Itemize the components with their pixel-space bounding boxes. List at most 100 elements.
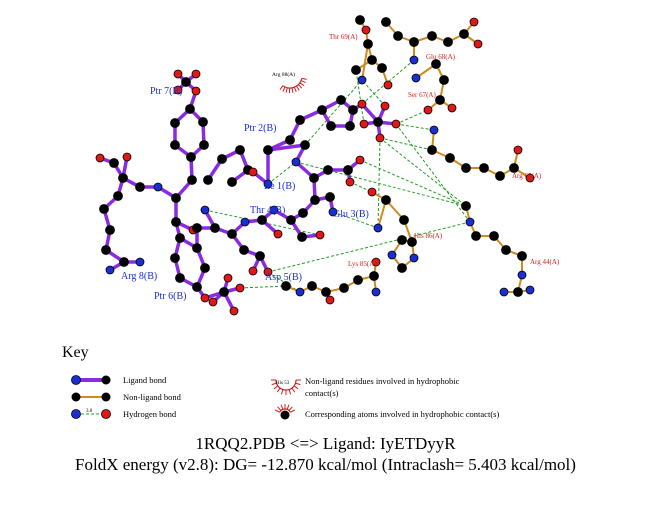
ligand-label-arg8: Arg 8(B) xyxy=(121,271,157,282)
ligand-label-glu3: Glu 3(B) xyxy=(333,209,369,220)
carbon-atom xyxy=(113,191,123,201)
nitrogen-atom xyxy=(105,265,115,275)
hydrogen-bond xyxy=(361,59,415,105)
carbon-atom xyxy=(192,282,202,292)
hydrogen-bond xyxy=(395,123,435,131)
nitrogen-atom xyxy=(200,205,210,215)
carbon-atom xyxy=(427,145,437,155)
carbon-atom xyxy=(409,37,419,47)
ligand-label-ile1: Ile 1(B) xyxy=(264,181,295,192)
oxygen-atom xyxy=(223,273,233,283)
carbon-atom xyxy=(326,121,336,131)
hydrogen-bond xyxy=(395,123,471,223)
key-hbond-label: Hydrogen bond xyxy=(123,409,177,419)
carbon-atom xyxy=(397,263,407,273)
carbon-atom xyxy=(345,121,355,131)
carbon-atom xyxy=(285,135,295,145)
carbon-atom xyxy=(461,163,471,173)
oxygen-atom xyxy=(229,306,239,316)
carbon-atom xyxy=(286,215,296,225)
oxygen-atom xyxy=(325,295,335,305)
nitrogen-atom xyxy=(295,287,305,297)
key-hbond-atom-n xyxy=(71,409,81,419)
residue-label-ser67: Ser 67(A) xyxy=(408,91,436,99)
carbon-atom xyxy=(351,65,361,75)
oxygen-atom xyxy=(191,86,201,96)
hydrogen-bond xyxy=(239,285,287,289)
carbon-atom xyxy=(397,235,407,245)
oxygen-atom xyxy=(357,99,367,109)
carbon-atom xyxy=(105,225,115,235)
carbon-atom xyxy=(369,271,379,281)
residue-label-lys85: Lys 85(A) xyxy=(348,260,377,268)
hydrophobic-contact-arcs xyxy=(279,77,307,94)
key-legend: Key Ligand bond Non-ligand bond 3.0 Hydr… xyxy=(62,344,499,420)
carbon-atom xyxy=(513,287,523,297)
hydrogen-bond xyxy=(332,211,379,229)
nitrogen-atom xyxy=(409,253,419,263)
carbon-atom xyxy=(297,232,307,242)
carbon-atom xyxy=(325,192,335,202)
carbon-atom xyxy=(175,233,185,243)
nitrogen-atom xyxy=(411,73,421,83)
hydrogen-bond xyxy=(295,161,467,207)
key-title: Key xyxy=(62,344,89,361)
carbon-atom xyxy=(317,105,327,115)
oxygen-atom xyxy=(191,69,201,79)
nitrogen-atom xyxy=(135,257,145,267)
carbon-atom xyxy=(185,104,195,114)
oxygen-atom xyxy=(315,230,325,240)
carbon-atom xyxy=(239,245,249,255)
nitrogen-atom xyxy=(371,287,381,297)
oxygen-atom xyxy=(513,145,523,155)
carbon-atom xyxy=(307,281,317,291)
hydrogen-bond xyxy=(355,69,365,125)
carbon-atom xyxy=(489,231,499,241)
carbon-atom xyxy=(373,117,383,127)
nitrogen-atom xyxy=(240,217,250,227)
carbon-atom xyxy=(495,171,505,181)
carbon-atom xyxy=(118,173,128,183)
carbon-atom xyxy=(198,117,208,127)
carbon-atom xyxy=(170,140,180,150)
carbon-atom xyxy=(119,257,129,267)
ligand-label-ptr2: Ptr 2(B) xyxy=(244,123,277,134)
key-nonligand-bond-label: Non-ligand bond xyxy=(123,392,182,402)
hydrogen-bond xyxy=(361,79,386,107)
oxygen-atom xyxy=(200,293,210,303)
oxygen-atom xyxy=(248,266,258,276)
residue-label-thr69: Thr 69(A) xyxy=(329,33,358,41)
carbon-atom xyxy=(300,140,310,150)
key-hydrophobic-residue-label-1: Non-ligand residues involved in hydropho… xyxy=(305,376,460,386)
key-hydrophobic-residue-icon xyxy=(271,379,301,395)
carbon-atom xyxy=(355,15,365,25)
carbon-atom xyxy=(171,217,181,227)
oxygen-atom xyxy=(375,133,385,143)
hydrophobic-arg88-rays xyxy=(279,77,307,94)
nitrogen-atom xyxy=(291,157,301,167)
hydrogen-bond xyxy=(379,137,467,207)
carbon-atom xyxy=(187,175,197,185)
carbon-atom xyxy=(281,281,291,291)
hydrogen-bond xyxy=(359,159,467,207)
carbon-atom xyxy=(381,195,391,205)
key-hydrophobic-atom-arc xyxy=(279,408,291,413)
carbon-atom xyxy=(363,39,373,49)
oxygen-atom xyxy=(263,267,273,277)
nitrogen-atom xyxy=(373,223,383,233)
carbon-atom xyxy=(192,243,202,253)
carbon-atom xyxy=(175,273,185,283)
carbon-atom xyxy=(257,215,267,225)
carbon-atom xyxy=(381,17,391,27)
carbon-atom xyxy=(309,173,319,183)
oxygen-atom xyxy=(367,187,377,197)
oxygen-atom xyxy=(383,80,393,90)
hydrogen-bond xyxy=(395,109,429,125)
carbon-atom xyxy=(298,208,308,218)
oxygen-atom xyxy=(391,119,401,129)
carbon-atom xyxy=(170,253,180,263)
carbon-atom xyxy=(135,182,145,192)
key-hydrophobic-atom-rays xyxy=(274,404,296,413)
carbon-atom xyxy=(353,275,363,285)
